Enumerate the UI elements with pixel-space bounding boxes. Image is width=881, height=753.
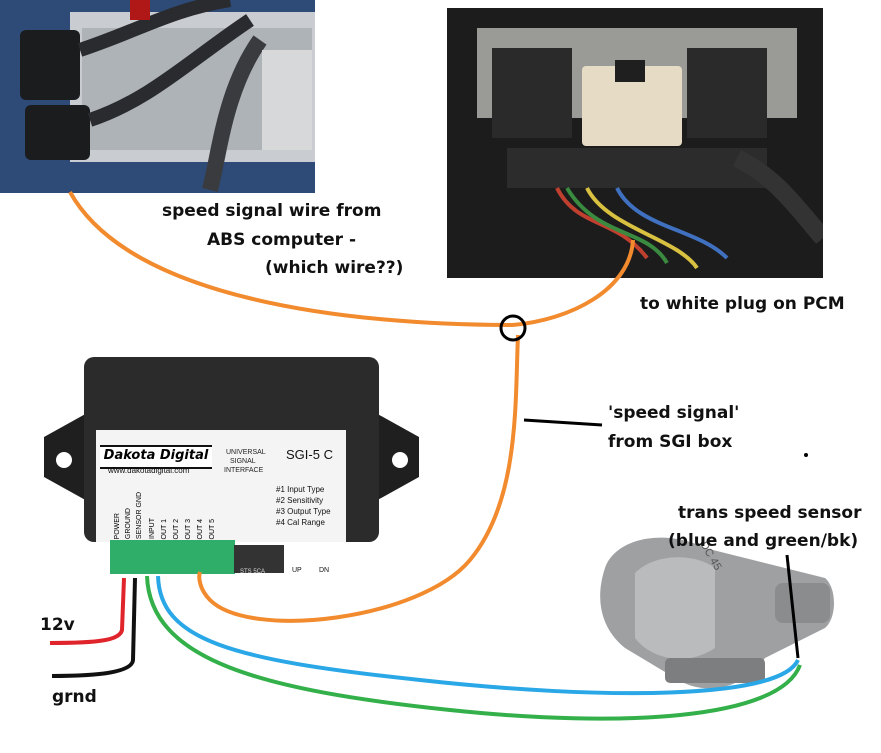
- transmission-drawing: [600, 537, 834, 689]
- sgi-box: Dakota Digital www.dakotadigital.com UNI…: [44, 357, 419, 577]
- sgi-label-line1: 'speed signal': [608, 403, 740, 423]
- stray-dot: [804, 453, 808, 457]
- sgi-signal-wire: [197, 334, 520, 623]
- ground-wire: [51, 577, 137, 678]
- abs-signal-wire: [68, 191, 514, 327]
- abs-computer-drawing: [0, 0, 315, 193]
- power-12v-label: 12v: [40, 615, 75, 635]
- abs-label-line2: ABS computer -: [207, 230, 357, 250]
- ground-label: grnd: [52, 687, 97, 707]
- website-label: www.dakotadigital.com: [108, 466, 190, 475]
- pcm-photo: [447, 8, 823, 278]
- dip-switch-label: STS 5CA: [240, 569, 266, 575]
- sensor-pointer-line: [785, 554, 800, 659]
- sgi-pointer-line: [523, 418, 603, 427]
- trans-label-line1: trans speed sensor: [678, 503, 862, 523]
- brand-logo: Dakota Digital: [100, 445, 212, 469]
- abs-label-line3: (which wire??): [265, 258, 404, 278]
- setting-3: #3 Output Type: [276, 507, 331, 516]
- transmission-photo: DC 45: [595, 528, 840, 698]
- up-button-label: UP: [292, 567, 302, 574]
- setting-2: #2 Sensitivity: [276, 496, 324, 505]
- desc-line1: UNIVERSAL: [226, 449, 266, 456]
- desc-line3: INTERFACE: [224, 467, 264, 474]
- setting-1: #1 Input Type: [276, 485, 325, 494]
- splice-point: [499, 314, 527, 342]
- sensor-blue-wire: [156, 575, 800, 696]
- dn-button-label: DN: [319, 567, 330, 574]
- abs-label-line1: speed signal wire from: [162, 201, 382, 221]
- desc-line2: SIGNAL: [230, 458, 256, 465]
- setting-4: #4 Cal Range: [276, 518, 325, 527]
- trans-label-line2: (blue and green/bk): [668, 531, 859, 551]
- pcm-signal-wire: [512, 239, 635, 327]
- abs-computer-photo: [0, 0, 315, 193]
- pcm-label: to white plug on PCM: [640, 294, 845, 314]
- power-wire: [49, 577, 126, 645]
- sgi-label-line2: from SGI box: [608, 432, 733, 452]
- model-label: SGI-5 C: [286, 447, 333, 462]
- pcm-drawing: [447, 8, 823, 278]
- sensor-green-wire: [145, 575, 802, 721]
- sgi-box-housing: [44, 357, 419, 575]
